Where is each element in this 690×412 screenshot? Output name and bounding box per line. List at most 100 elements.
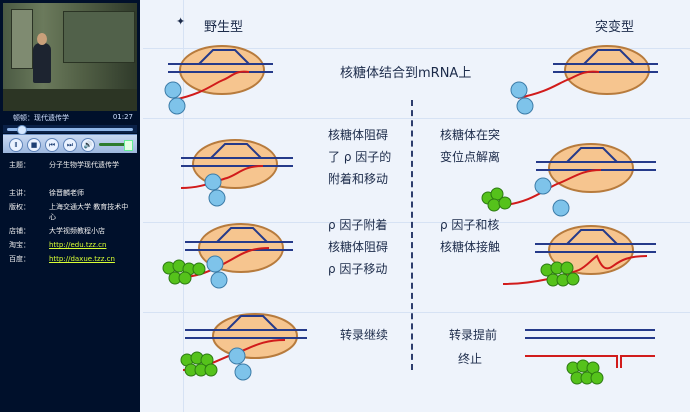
ribosome-subunit — [210, 271, 228, 289]
dna-strand — [185, 241, 293, 251]
wild-step2-line2: 了 ρ 因子的 — [328, 150, 392, 164]
stop-icon: ■ — [30, 141, 38, 149]
sparkle-icon: ✦ — [176, 15, 186, 28]
ribosome-subunit — [208, 189, 226, 207]
mutant-step4-line2: 终止 — [458, 352, 483, 366]
player-titlebar: 顿顿：现代遗传学 01:27 — [3, 112, 137, 124]
ribosome-subunit — [206, 255, 224, 273]
lecturer-figure — [33, 43, 51, 83]
dna-bubble — [226, 315, 278, 331]
rho-factor-unit — [178, 271, 192, 285]
seek-bar[interactable] — [3, 125, 137, 135]
volume-knob[interactable] — [124, 140, 133, 151]
video-board — [63, 11, 135, 63]
rho-factor-unit — [192, 262, 206, 276]
dna-strand — [535, 243, 656, 253]
info-value-copyright: 上海交通大学 教育技术中心 — [49, 203, 129, 221]
wild-step3-line1: ρ 因子附着 — [328, 218, 388, 232]
mutant-row3-diagram — [502, 225, 656, 287]
transcription-diagram — [162, 45, 658, 385]
previous-button[interactable]: ⏮ — [45, 138, 59, 152]
info-key-topic: 主题： — [9, 161, 30, 169]
dna-bubble — [216, 227, 268, 243]
slide-grid-line — [143, 312, 690, 313]
wild-row4-diagram — [180, 313, 307, 381]
rna-transcript — [172, 70, 250, 101]
slide-grid-line — [143, 118, 690, 119]
mutant-step2-line2: 变位点解离 — [440, 150, 501, 164]
mutant-row1-diagram — [510, 45, 658, 115]
mute-button[interactable]: 🔊 — [81, 138, 95, 152]
wild-row2-diagram — [180, 139, 293, 207]
mutant-row2-diagram — [481, 143, 656, 217]
ribosome-subunit — [204, 173, 222, 191]
ribosome-subunit — [164, 81, 182, 99]
dna-strand — [185, 329, 307, 339]
player-pane: 顿顿：现代遗传学 01:27 Ⅱ ■ ⏮ ⏭ 🔊 — [0, 0, 140, 412]
mutant-step3-line2: 核糖体接触 — [440, 240, 501, 254]
rna-transcript — [517, 70, 600, 99]
wild-step2-line3: 附着和移动 — [328, 172, 389, 186]
wild-step4-label: 转录继续 — [340, 328, 389, 342]
seek-track[interactable] — [7, 128, 133, 131]
next-icon: ⏭ — [66, 141, 74, 149]
info-key-taobao: 淘宝： — [9, 241, 30, 249]
dna-bubble — [583, 49, 635, 65]
info-value-store: 大学视频教程小店 — [49, 227, 105, 235]
dna-bubble — [210, 143, 262, 159]
info-value-topic: 分子生物学现代遗传学 — [49, 161, 119, 169]
dna-bubble — [566, 147, 618, 163]
player-time: 01:27 — [112, 113, 133, 121]
previous-icon: ⏮ — [48, 141, 56, 149]
player-controls: Ⅱ ■ ⏮ ⏭ 🔊 — [3, 134, 137, 153]
player-title: 顿顿：现代遗传学 — [13, 114, 69, 122]
mutant-step3-line1: ρ 因子和核 — [440, 218, 500, 232]
wild-row3-diagram — [162, 223, 293, 289]
dna-bubble — [566, 229, 618, 245]
slide-grid-line — [143, 222, 690, 223]
next-button[interactable]: ⏭ — [63, 138, 77, 152]
rho-factor-unit — [487, 198, 501, 212]
dna-strand — [553, 63, 658, 73]
stop-button[interactable]: ■ — [27, 138, 41, 152]
mutant-step4-line1: 转录提前 — [449, 328, 498, 342]
ribosome — [179, 45, 265, 95]
slide-grid-line — [183, 0, 184, 412]
wild-row1-diagram — [164, 45, 273, 115]
ribosome — [564, 45, 650, 95]
wild-step2-line1: 核糖体阻碍 — [328, 128, 389, 142]
video-door — [11, 9, 33, 69]
rho-factor-unit — [498, 196, 512, 210]
pause-button[interactable]: Ⅱ — [9, 138, 23, 152]
ribosome — [548, 143, 634, 193]
info-key-store: 店铺： — [9, 227, 30, 235]
ribosome — [212, 313, 298, 359]
lecture-slide: ✦ 野生型 突变型 核糖体结合到mRNA上 核糖体阻碍 了 ρ 因子的 附着和移… — [143, 0, 690, 412]
volume-slider[interactable] — [99, 140, 133, 151]
dna-bubble — [198, 49, 250, 65]
rna-transcript — [525, 355, 655, 368]
ribosome-subunit — [168, 97, 186, 115]
mutant-row4-diagram — [525, 329, 655, 385]
dna-strand — [525, 329, 655, 339]
volume-icon: 🔊 — [83, 141, 93, 149]
taobao-link[interactable]: http://edu.tzz.cn — [49, 241, 107, 249]
ribosome-binding-label: 核糖体结合到mRNA上 — [340, 66, 472, 81]
ribosome-subunit — [510, 81, 528, 99]
mutant-type-label: 突变型 — [595, 20, 635, 35]
slide-grid-line — [143, 48, 690, 49]
wild-step3-line3: ρ 因子移动 — [328, 262, 388, 276]
video-floor — [3, 89, 137, 111]
ribosome-subunit — [534, 177, 552, 195]
pause-icon: Ⅱ — [14, 141, 18, 149]
rho-factor-unit — [590, 371, 604, 385]
lecture-video[interactable] — [3, 3, 137, 111]
wild-step3-line2: 核糖体阻碍 — [328, 240, 389, 254]
ribosome-subunit — [234, 363, 252, 381]
dna-strand — [168, 63, 273, 73]
baidu-link[interactable]: http://daxue.tzz.cn — [49, 255, 115, 263]
rna-transcript — [172, 247, 270, 279]
rna-transcript — [180, 165, 264, 189]
rna-transcript — [498, 169, 602, 207]
